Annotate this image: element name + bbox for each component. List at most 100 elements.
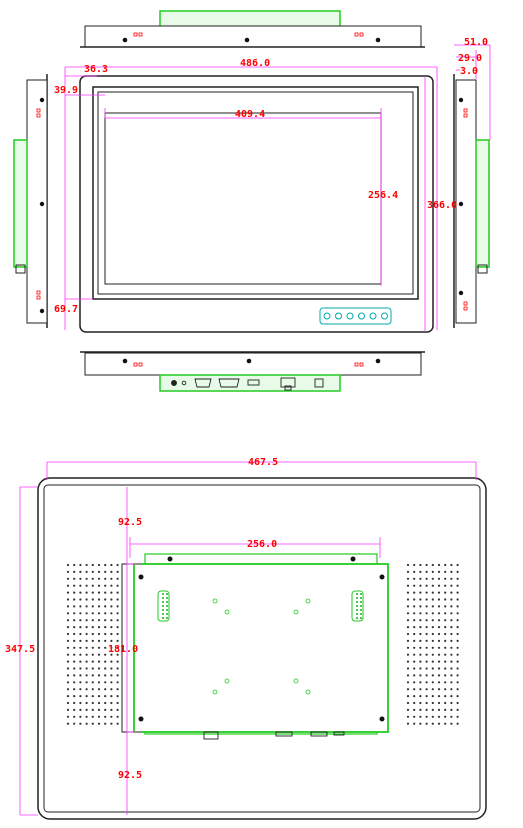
vent-hole	[456, 626, 459, 629]
speaker-hole	[162, 613, 164, 615]
vent-hole	[79, 660, 82, 663]
vent-hole	[110, 646, 113, 649]
vent-hole	[425, 660, 428, 663]
vent-hole	[456, 674, 459, 677]
vent-hole	[419, 570, 422, 574]
vent-hole	[450, 584, 453, 587]
vent-hole	[66, 639, 70, 643]
vent-hole	[413, 591, 416, 594]
front-panel-button	[335, 312, 342, 320]
vent-hole	[66, 570, 70, 574]
speaker-hole	[360, 593, 362, 595]
speaker-hole	[360, 609, 362, 611]
vent-hole	[425, 626, 428, 629]
vent-hole	[66, 563, 70, 567]
vent-hole	[419, 577, 422, 580]
vent-hole	[406, 612, 410, 615]
vent-hole	[419, 563, 422, 567]
vent-hole	[97, 701, 101, 705]
vent-hole	[450, 653, 453, 656]
vent-hole	[431, 605, 434, 608]
vga-port-icon	[194, 378, 212, 388]
vent-hole	[97, 708, 101, 712]
vent-hole	[110, 591, 113, 594]
vent-hole	[91, 563, 94, 567]
vent-hole	[437, 660, 441, 663]
vent-hole	[97, 660, 101, 663]
vent-hole	[425, 653, 428, 656]
vent-hole	[73, 605, 76, 608]
vent-hole	[419, 591, 422, 594]
speaker-hole	[360, 617, 362, 619]
vent-hole	[116, 632, 119, 636]
vent-hole	[425, 577, 428, 580]
vent-hole	[431, 591, 434, 594]
vent-hole	[97, 653, 101, 656]
vent-hole	[73, 674, 76, 677]
vent-hole	[91, 584, 94, 587]
vent-hole	[97, 688, 101, 691]
vent-hole	[104, 563, 107, 567]
vent-hole	[437, 619, 441, 622]
vent-hole	[431, 695, 434, 698]
vent-hole	[91, 722, 94, 725]
vent-hole	[79, 639, 82, 643]
vent-hole	[91, 681, 94, 684]
vent-hole	[431, 612, 434, 615]
vent-hole	[91, 701, 94, 705]
vent-hole	[444, 612, 447, 615]
hole-pair	[133, 362, 364, 367]
vent-hole	[406, 570, 410, 574]
vent-hole	[116, 681, 119, 684]
vent-hole	[431, 722, 434, 725]
screw	[122, 37, 128, 43]
vent-hole	[444, 667, 447, 670]
vent-hole	[425, 674, 428, 677]
vent-hole	[97, 632, 101, 636]
vent-hole	[110, 688, 113, 691]
vent-hole	[406, 674, 410, 677]
vent-hole	[116, 584, 119, 587]
vent-hole	[110, 619, 113, 622]
vent-hole	[66, 701, 70, 705]
vent-hole	[406, 653, 410, 656]
vent-hole	[116, 653, 119, 656]
vent-hole	[79, 715, 82, 718]
vent-hole	[73, 563, 76, 567]
vent-hole	[110, 605, 113, 608]
speaker-hole	[360, 601, 362, 603]
vent-hole	[419, 653, 422, 656]
vent-hole	[425, 570, 428, 574]
speaker-hole	[356, 605, 358, 607]
vent-hole	[413, 626, 416, 629]
screw	[458, 97, 464, 103]
vent-hole	[85, 639, 88, 643]
vent-hole	[456, 688, 459, 691]
vent-hole	[73, 715, 76, 718]
vent-hole	[104, 570, 107, 574]
dvi-port-icon	[218, 378, 240, 388]
vesa-holes	[212, 598, 311, 695]
speaker-hole	[360, 613, 362, 615]
vent-hole	[110, 632, 113, 636]
vent-hole	[66, 674, 70, 677]
vent-hole	[97, 681, 101, 684]
vent-hole	[79, 667, 82, 670]
vent-hole	[79, 577, 82, 580]
vent-hole	[419, 674, 422, 677]
vent-hole	[419, 612, 422, 615]
vent-hole	[91, 626, 94, 629]
vent-hole	[66, 722, 70, 725]
vent-hole	[425, 612, 428, 615]
vent-hole	[85, 619, 88, 622]
vent-hole	[431, 563, 434, 567]
top-edge-body	[84, 25, 422, 48]
vent-hole	[431, 646, 434, 649]
vent-hole	[444, 584, 447, 587]
vent-hole	[73, 646, 76, 649]
screw	[244, 37, 250, 43]
vent-hole	[413, 667, 416, 670]
vent-hole	[431, 639, 434, 643]
vent-hole	[85, 612, 88, 615]
vent-hole	[91, 688, 94, 691]
